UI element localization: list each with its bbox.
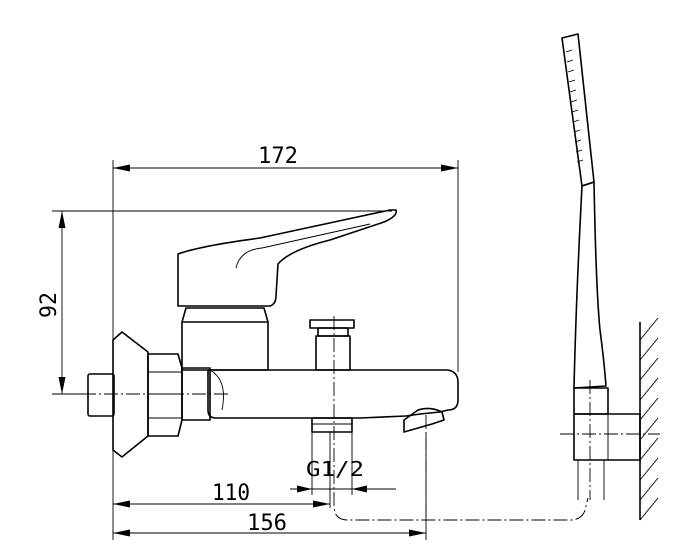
dim-label-172: 172 xyxy=(258,144,298,169)
hand-shower xyxy=(561,33,641,500)
dimension-110: 110 xyxy=(113,481,330,508)
dimension-172: 172 xyxy=(113,144,458,172)
wall-hatching xyxy=(639,317,659,521)
dim-label-156: 156 xyxy=(247,511,287,536)
dimension-92: 92 xyxy=(37,211,66,394)
thread-dimension: G1/2 xyxy=(290,432,396,495)
dimension-156: 156 xyxy=(113,511,426,537)
shower-nozzle-ticks xyxy=(565,49,584,163)
dim-label-110: 110 xyxy=(212,481,250,506)
faucet-body xyxy=(87,209,459,458)
wall xyxy=(639,317,659,521)
dim-label-92: 92 xyxy=(37,292,62,318)
thread-label: G1/2 xyxy=(306,457,364,481)
